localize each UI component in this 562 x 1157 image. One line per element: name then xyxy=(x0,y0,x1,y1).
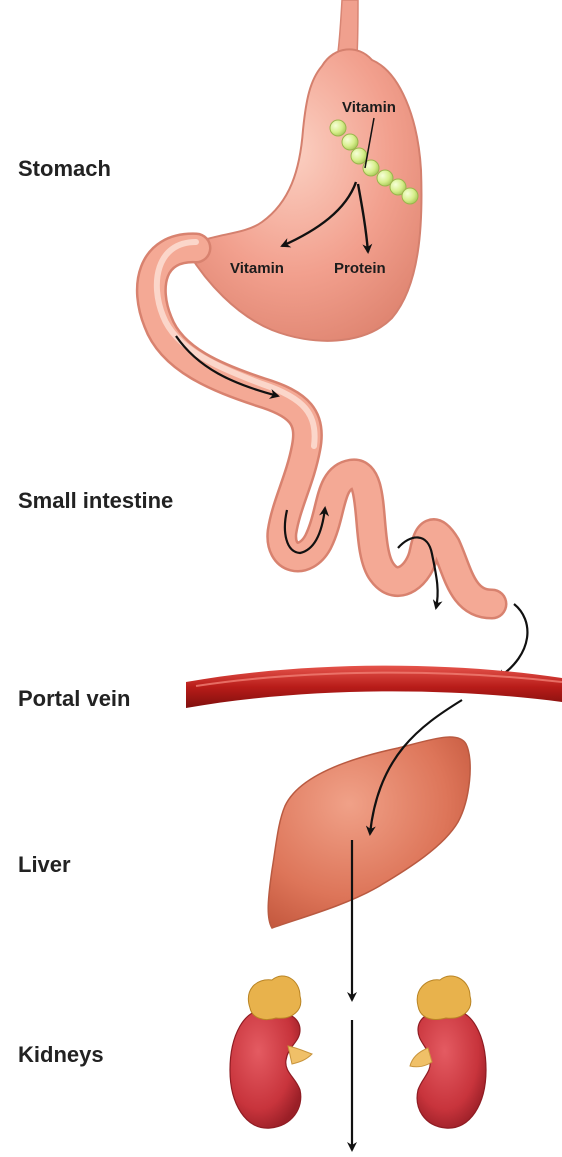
left-kidney xyxy=(230,976,312,1128)
esophagus xyxy=(338,0,358,55)
right-adrenal-gland xyxy=(417,976,471,1020)
kidneys-label: Kidneys xyxy=(18,1042,104,1068)
right-kidney-body xyxy=(417,1010,486,1128)
portal-vein-label: Portal vein xyxy=(18,686,130,712)
left-adrenal-gland xyxy=(248,976,300,1020)
vitamin-free-label: Vitamin xyxy=(230,260,284,277)
protein-label: Protein xyxy=(334,260,386,277)
left-kidney-hilum xyxy=(288,1046,312,1064)
right-kidney-hilum xyxy=(410,1048,432,1067)
stomach-organ xyxy=(188,49,421,340)
small-intestine-label: Small intestine xyxy=(18,488,173,514)
vitamin-bound-label: Vitamin xyxy=(342,99,396,116)
right-kidney xyxy=(410,976,486,1128)
stomach-label: Stomach xyxy=(18,156,111,182)
liver-label: Liver xyxy=(18,852,71,878)
left-kidney-body xyxy=(230,1010,301,1128)
